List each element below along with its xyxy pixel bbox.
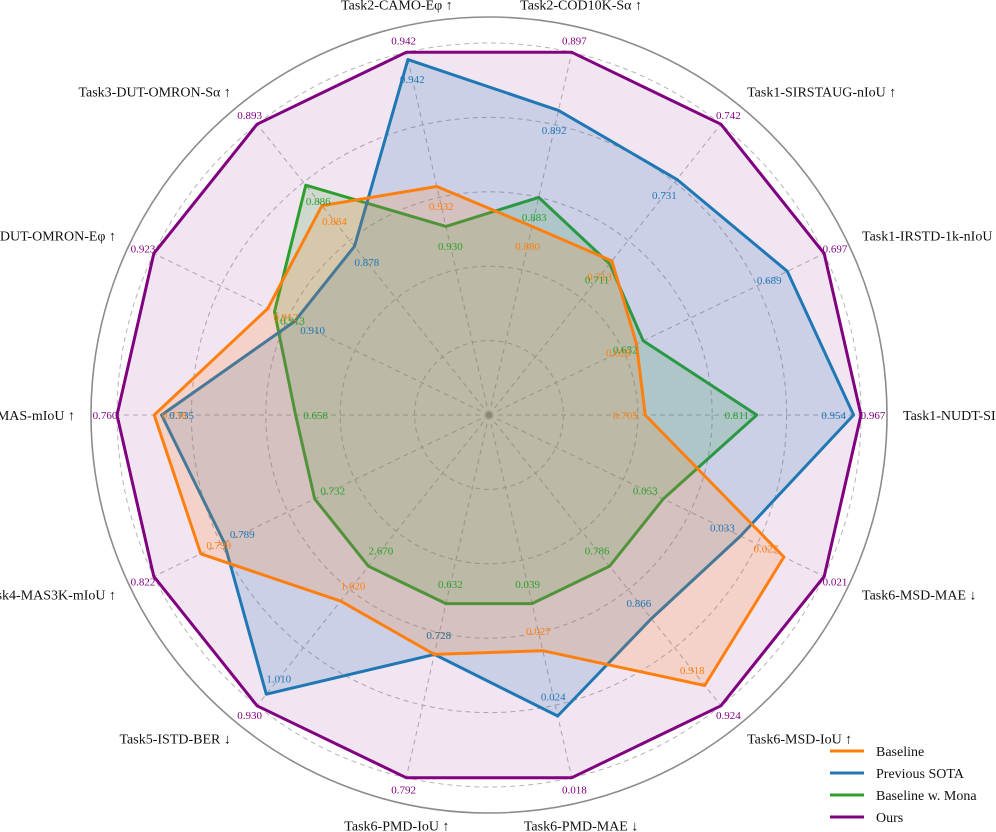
legend-label-0: Baseline xyxy=(876,745,924,760)
value-label-0-13: 0.027 xyxy=(754,543,779,555)
value-label-3-13: 0.021 xyxy=(823,577,848,589)
spoke-9 xyxy=(256,414,490,707)
value-label-0-0: 0.705 xyxy=(613,410,638,422)
value-label-0-10: 0.728 xyxy=(426,630,451,642)
value-label-1-12: 0.866 xyxy=(627,598,652,610)
value-label-0-7: 0.738 xyxy=(162,410,187,422)
value-label-1-10: 0.728 xyxy=(426,630,451,642)
legend-label-1: Previous SOTA xyxy=(876,767,965,782)
spoke-4 xyxy=(405,52,490,416)
value-label-3-1: 0.697 xyxy=(823,243,848,255)
value-label-1-7: 0.735 xyxy=(169,410,194,422)
value-label-2-10: 0.632 xyxy=(438,579,463,591)
value-label-2-9: 2.670 xyxy=(369,546,394,558)
value-label-0-5: 0.884 xyxy=(322,216,347,228)
series-baseline-w-mona xyxy=(273,183,759,606)
value-label-0-3: 0.880 xyxy=(515,241,540,253)
series-previous-sota xyxy=(160,58,856,718)
value-label-0-11: 0.027 xyxy=(526,626,551,638)
value-label-layer: 0.705 0.628 0.713 0.880 0.932 0.884 0.912 0.738… xyxy=(93,36,886,797)
value-label-3-6: 0.923 xyxy=(131,243,156,255)
value-label-2-12: 0.786 xyxy=(585,546,610,558)
spoke-10 xyxy=(405,414,490,778)
value-label-1-5: 0.878 xyxy=(355,257,380,269)
value-label-0-9: 1.620 xyxy=(341,581,366,593)
spoke-13 xyxy=(488,414,825,577)
value-label-2-1: 0.632 xyxy=(613,344,638,356)
axis-label-6: Task3-DUT-OMRON-Eφ ↑ xyxy=(0,229,116,244)
value-label-2-3: 0.883 xyxy=(522,212,547,224)
center-dot xyxy=(486,412,492,418)
value-label-1-13: 0.033 xyxy=(710,522,735,534)
value-label-3-0: 0.967 xyxy=(861,410,886,422)
value-label-2-5: 0.886 xyxy=(306,196,331,208)
axis-label-1: Task1-IRSTD-1k-nIoU ↑ xyxy=(862,229,996,244)
value-label-2-11: 0.039 xyxy=(515,579,540,591)
axis-label-3: Task2-COD10K-Sα ↑ xyxy=(520,0,642,13)
axis-label-5: Task3-DUT-OMRON-Sα ↑ xyxy=(78,85,230,100)
spoke-12 xyxy=(488,414,722,707)
axis-label-9: Task5-ISTD-BER ↓ xyxy=(119,733,230,748)
value-label-2-13: 0.053 xyxy=(633,485,658,497)
value-label-3-2: 0.742 xyxy=(716,110,741,122)
value-label-1-8: 0.789 xyxy=(230,529,255,541)
value-label-1-1: 0.689 xyxy=(757,275,782,287)
value-label-1-11: 0.024 xyxy=(541,692,566,704)
legend-label-3: Ours xyxy=(876,811,903,826)
axis-label-7: Task4-RMAS-mIoU ↑ xyxy=(0,409,75,424)
axis-label-8: Task4-MAS3K-mIoU ↑ xyxy=(0,589,116,604)
value-label-3-4: 0.942 xyxy=(391,36,416,48)
value-label-1-9: 1.010 xyxy=(266,674,291,686)
value-label-3-5: 0.893 xyxy=(237,110,262,122)
value-label-3-10: 0.792 xyxy=(391,784,416,796)
value-label-3-3: 0.897 xyxy=(562,36,587,48)
outer-frame xyxy=(90,16,888,814)
spoke-6 xyxy=(153,253,490,416)
value-label-1-0: 0.954 xyxy=(821,410,846,422)
grid-layer xyxy=(90,16,888,814)
spoke-8 xyxy=(153,414,490,577)
series-baseline xyxy=(152,185,786,687)
value-label-3-8: 0.822 xyxy=(131,577,156,589)
grid-ring-3 xyxy=(265,191,713,639)
axis-label-13: Task6-MSD-MAE ↓ xyxy=(862,589,977,604)
axis-label-2: Task1-SIRSTAUG-nIoU ↑ xyxy=(747,85,896,100)
axis-label-4: Task2-CAMO-Eφ ↑ xyxy=(341,0,453,13)
series-layer xyxy=(115,50,863,780)
value-label-2-2: 0.711 xyxy=(585,274,609,286)
value-label-0-6: 0.912 xyxy=(273,312,298,324)
spoke-2 xyxy=(488,123,722,416)
spoke-1 xyxy=(488,253,825,416)
value-label-3-9: 0.930 xyxy=(237,710,262,722)
value-label-2-7: 0.658 xyxy=(303,410,328,422)
value-label-3-11: 0.018 xyxy=(562,784,587,796)
spoke-3 xyxy=(488,52,573,416)
legend-label-2: Baseline w. Mona xyxy=(876,789,977,804)
value-label-1-4: 0.942 xyxy=(400,74,425,86)
value-label-0-12: 0.918 xyxy=(680,665,705,677)
value-label-0-2: 0.713 xyxy=(587,272,612,284)
value-label-0-8: 0.799 xyxy=(206,540,231,552)
value-label-2-6: 0.913 xyxy=(280,315,305,327)
value-label-0-1: 0.628 xyxy=(606,348,631,360)
axis-label-10: Task6-PMD-IoU ↑ xyxy=(344,820,449,832)
value-label-1-2: 0.731 xyxy=(652,190,677,202)
spoke-5 xyxy=(256,123,490,416)
value-label-1-3: 0.892 xyxy=(542,125,567,137)
value-label-2-0: 0.811 xyxy=(725,410,749,422)
axis-label-11: Task6-PMD-MAE ↓ xyxy=(524,820,639,832)
axis-label-12: Task6-MSD-IoU ↑ xyxy=(747,733,852,748)
value-label-2-8: 0.732 xyxy=(320,485,345,497)
value-label-0-4: 0.932 xyxy=(429,201,454,213)
value-label-3-12: 0.924 xyxy=(716,710,741,722)
value-label-1-6: 0.910 xyxy=(300,325,325,337)
value-label-2-4: 0.930 xyxy=(438,241,463,253)
value-label-3-7: 0.760 xyxy=(93,410,118,422)
axis-label-0: Task1-NUDT-SIRST-mIoU ↑ xyxy=(903,409,996,424)
